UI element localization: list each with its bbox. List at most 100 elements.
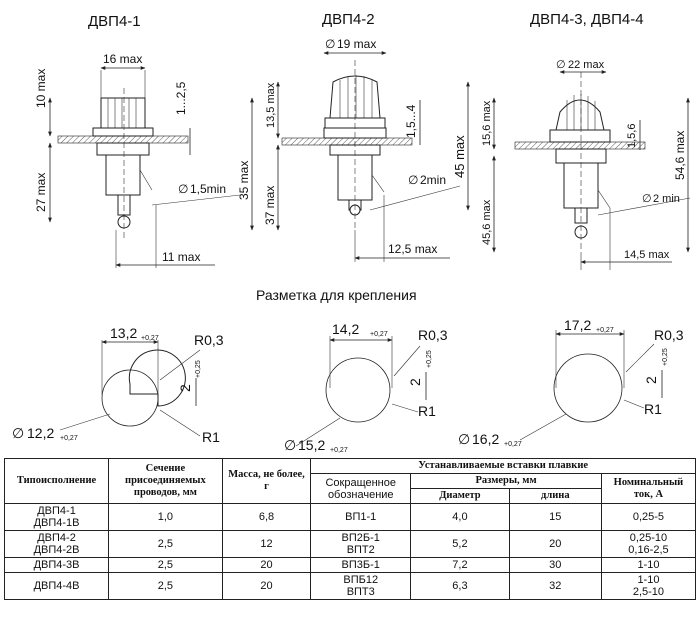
th-length: длина <box>508 488 602 504</box>
marking-1-gap: 2 <box>177 384 193 392</box>
cell-diameter: 7,2 <box>410 557 510 573</box>
cell-mass: 20 <box>221 557 312 573</box>
marking-2: 14,2 +0,27 R0,3 2 +0,25 R1 ∅ 15,2 +0,27 <box>284 321 448 454</box>
table-row: ДВП4-4В 2,5 20 ВПБ12 ВПТ3 6,3 32 1-10 2,… <box>3 572 697 600</box>
cell-mass: 12 <box>221 530 312 558</box>
cell-current: 0,25-5 <box>600 503 697 531</box>
cell-current: 1-10 <box>600 557 697 573</box>
marking-2-diam: 15,2 <box>298 437 325 453</box>
cell-section: 2,5 <box>108 572 223 600</box>
cell-current: 1-10 2,5-10 <box>600 572 697 600</box>
cell-abbr: ВП2Б-1 ВПТ2 <box>310 530 412 558</box>
dim-depth-3: 14,5 max <box>624 249 670 261</box>
cell-mass: 6,8 <box>221 503 312 531</box>
th-abbr: Сокращенное обозначение <box>310 473 412 504</box>
diam-symbol-3a: ∅ <box>556 59 566 71</box>
marking-1: 13,2 +0,27 R0,3 2 +0,25 R1 ∅ 12,2 +0,27 <box>12 325 224 445</box>
marking-1-diam: 12,2 <box>27 425 54 441</box>
table-row: ДВП4-1 ДВП4-1В 1,0 6,8 ВП1-1 4,0 15 0,25… <box>3 503 697 531</box>
marking-2-diam-sym: ∅ <box>284 437 296 453</box>
cell-length: 30 <box>508 557 602 573</box>
cell-type: ДВП4-3В <box>3 557 110 573</box>
marking-3-gap-tol: +0,25 <box>662 348 669 366</box>
cell-length: 20 <box>508 530 602 558</box>
cell-diameter: 6,3 <box>410 572 510 600</box>
fuse-holder-3-drawing: ∅ 22 max 15,6 max 45,6 max 1,5,6 54,6 ma… <box>481 59 691 270</box>
dim-width-1: 16 max <box>103 52 142 66</box>
dim-thread-3: 1,5,6 <box>626 124 638 148</box>
cell-length: 32 <box>508 572 602 600</box>
cell-type: ДВП4-4В <box>3 572 110 600</box>
dim-total-2: 45 max <box>452 135 467 178</box>
cell-type: ДВП4-2 ДВП4-2В <box>3 530 110 558</box>
marking-3-width-tol: +0,27 <box>596 327 614 334</box>
marking-2-r-top: R0,3 <box>418 327 448 343</box>
marking-1-diam-tol: +0,27 <box>60 435 78 442</box>
th-type: Типоисполнение <box>3 458 110 504</box>
marking-2-diam-tol: +0,27 <box>330 447 348 454</box>
th-section: Сечение присоединяемых проводов, мм <box>108 458 223 504</box>
cell-length: 15 <box>508 503 602 531</box>
title-dvp4-3-4: ДВП4-3, ДВП4-4 <box>530 11 644 28</box>
title-dvp4-1: ДВП4-1 <box>88 13 141 30</box>
cell-current: 0,25-10 0,16-2,5 <box>600 530 697 558</box>
marking-2-gap-tol: +0,25 <box>426 350 433 368</box>
dim-hole-1: 1,5min <box>190 182 226 196</box>
fuse-holder-1-drawing: 16 max 10 max 27 max 1...2,5 35 max ∅ 1,… <box>34 52 254 268</box>
marking-3-diam: 16,2 <box>472 431 499 447</box>
marking-2-r-bot: R1 <box>418 403 436 419</box>
dim-thread-2: 1,5...4 <box>404 104 418 138</box>
cell-diameter: 5,2 <box>410 530 510 558</box>
dim-top-3: 15,6 max <box>481 100 493 146</box>
dim-bottom-2: 37 max <box>263 186 277 225</box>
cell-section: 1,0 <box>108 503 223 531</box>
diam-symbol-2a: ∅ <box>325 37 335 51</box>
marking-3-diam-sym: ∅ <box>458 431 470 447</box>
marking-3-gap: 2 <box>643 376 659 384</box>
marking-3: 17,2 +0,27 R0,3 2 +0,25 R1 ∅ 16,2 +0,27 <box>458 317 684 448</box>
cell-type: ДВП4-1 ДВП4-1В <box>3 503 110 531</box>
table-row: ДВП4-3В 2,5 20 ВП3Б-1 7,2 30 1-10 <box>3 557 697 573</box>
th-mass: Масса, не более, г <box>221 458 312 504</box>
th-current: Номинальный ток, А <box>600 473 697 504</box>
table-row: ДВП4-2 ДВП4-2В 2,5 12 ВП2Б-1 ВПТ2 5,2 20… <box>3 530 697 558</box>
cell-abbr: ВП3Б-1 <box>310 557 412 573</box>
title-dvp4-2: ДВП4-2 <box>322 11 375 28</box>
dim-top-1: 10 max <box>34 69 48 108</box>
th-inserts: Устанавливаемые вставки плавкие <box>310 458 696 474</box>
dim-top-2: 13,5 max <box>265 82 277 128</box>
marking-2-gap: 2 <box>407 378 423 386</box>
marking-3-r-bot: R1 <box>644 401 662 417</box>
spec-table: Типоисполнение Сечение присоединяемых пр… <box>3 458 697 600</box>
dim-depth-2: 12,5 max <box>388 242 437 256</box>
marking-1-r-top: R0,3 <box>194 332 224 348</box>
dim-bottom-3: 45,6 max <box>481 199 493 245</box>
marking-3-width: 17,2 <box>564 317 591 333</box>
marking-3-r-top: R0,3 <box>654 327 684 343</box>
marking-1-width-tol: +0,27 <box>141 335 159 342</box>
marking-3-diam-tol: +0,27 <box>504 441 522 448</box>
dim-thread-1: 1...2,5 <box>174 81 188 115</box>
marking-2-width: 14,2 <box>332 321 359 337</box>
diam-symbol-2b: ∅ <box>408 173 418 187</box>
marking-2-width-tol: +0,27 <box>370 331 388 338</box>
cell-diameter: 4,0 <box>410 503 510 531</box>
th-sizes: Размеры, мм <box>410 473 602 489</box>
dim-hole-2: 2min <box>420 173 446 187</box>
dim-diam-3: 22 max <box>568 59 605 71</box>
cell-section: 2,5 <box>108 557 223 573</box>
diam-symbol-3b: ∅ <box>642 193 652 205</box>
dim-depth-1: 11 max <box>162 250 200 264</box>
marking-1-gap-tol: +0,25 <box>195 360 202 378</box>
cell-mass: 20 <box>221 572 312 600</box>
cell-abbr: ВПБ12 ВПТ3 <box>310 572 412 600</box>
fuse-holder-2-drawing: ∅ 19 max 13,5 max 37 max 1,5...4 45 max … <box>263 37 470 262</box>
technical-drawing: ДВП4-1 ДВП4-2 ДВП4-3, ДВП4-4 16 max 10 m… <box>12 11 691 454</box>
marking-title: Разметка для крепления <box>256 287 417 303</box>
dim-bottom-1: 27 max <box>34 173 48 212</box>
marking-1-r-bot: R1 <box>202 429 220 445</box>
diam-symbol-1: ∅ <box>178 182 188 196</box>
cell-abbr: ВП1-1 <box>310 503 412 531</box>
marking-1-width: 13,2 <box>110 325 137 341</box>
marking-1-diam-sym: ∅ <box>12 425 24 441</box>
